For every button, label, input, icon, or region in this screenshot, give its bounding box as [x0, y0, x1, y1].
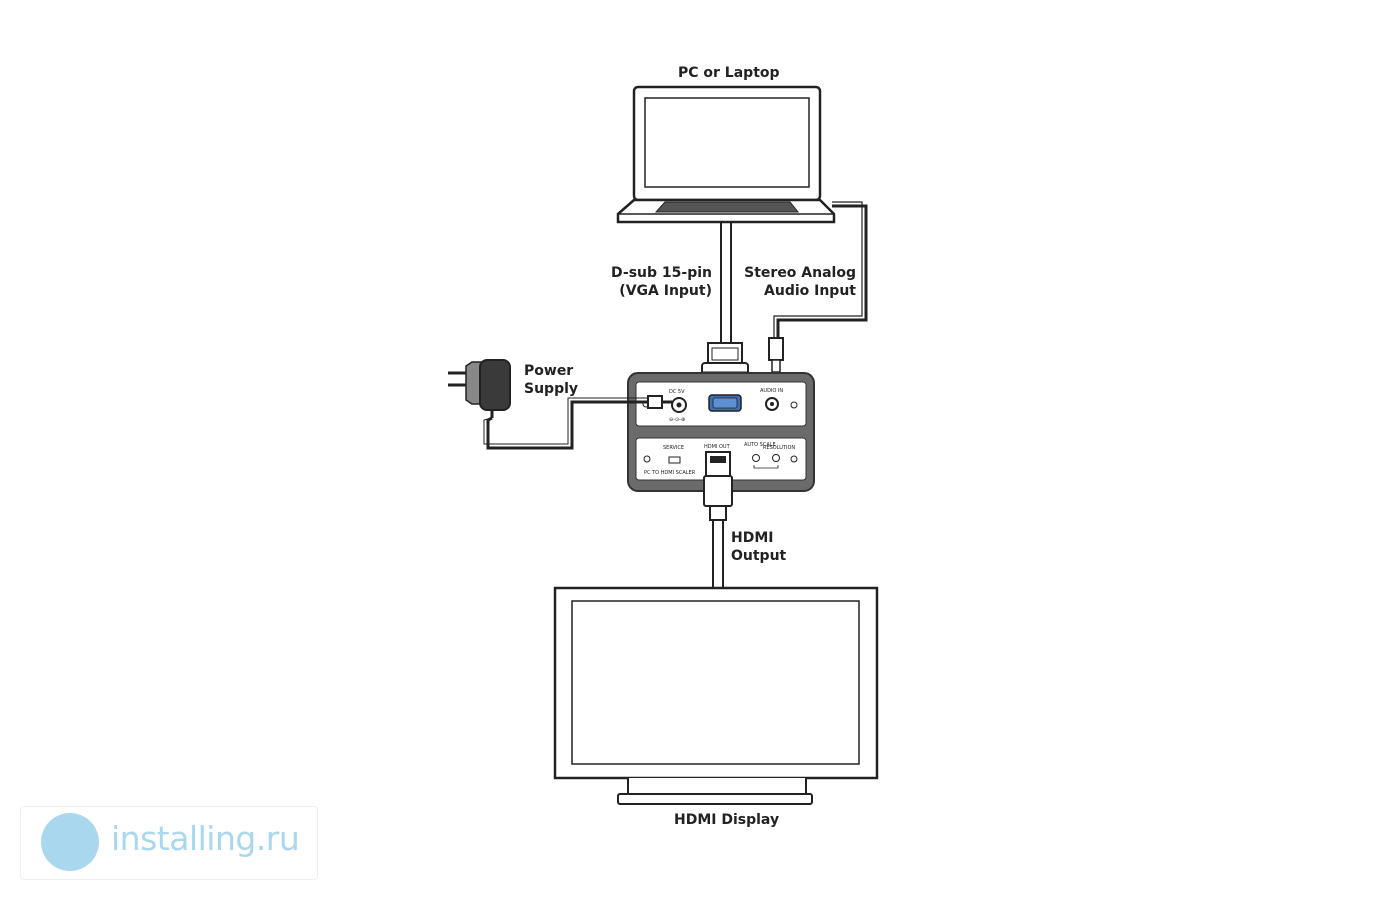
dc-port-label: DC 5V	[669, 389, 685, 395]
auto-scale-label: AUTO SCALE	[744, 442, 776, 448]
resolution-label: RESOLUTION	[763, 445, 795, 451]
svg-text:⊖-⊙-⊕: ⊖-⊙-⊕	[669, 417, 685, 423]
display-label: HDMI Display	[674, 812, 780, 828]
model-label: PC TO HDMI SCALER	[644, 470, 696, 476]
vga-label-line1: D-sub 15-pin	[611, 265, 712, 281]
pc-label: PC or Laptop	[678, 65, 780, 81]
audio-label-line1: Stereo Analog	[744, 265, 856, 281]
laptop-icon	[616, 85, 836, 224]
vga-label-line2: (VGA Input)	[619, 283, 712, 299]
audio-label-line2: Audio Input	[764, 283, 856, 299]
power-label-line2: Supply	[524, 381, 579, 397]
power-cable	[483, 395, 672, 450]
hdmi-out-port-label: HDMI OUT	[704, 444, 731, 450]
power-label-line1: Power	[524, 363, 574, 379]
audio-cable	[768, 201, 868, 384]
watermark: installing.ru	[20, 806, 318, 880]
service-port-label: SERVICE	[663, 445, 684, 451]
hdmi-label-line2: Output	[731, 548, 787, 564]
hdmi-cable	[703, 451, 733, 588]
watermark-logo-icon	[41, 813, 99, 871]
audio-in-port-label: AUDIO IN	[760, 388, 783, 394]
hdmi-label-line1: HDMI	[731, 530, 774, 546]
monitor-icon	[553, 586, 879, 805]
watermark-text: installing.ru	[111, 819, 300, 858]
vga-cable	[701, 222, 749, 394]
power-adapter-icon	[448, 359, 511, 418]
